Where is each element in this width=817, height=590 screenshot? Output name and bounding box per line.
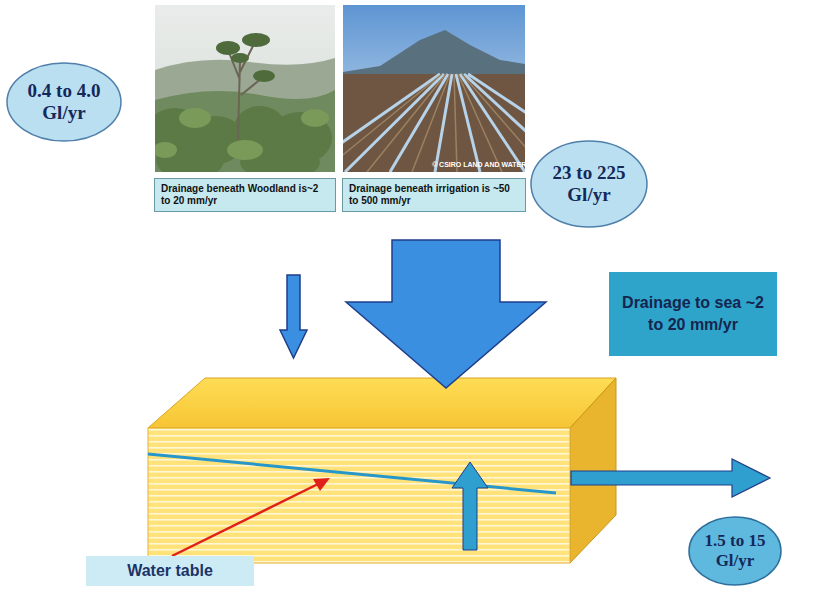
node-text: 23 to 225 Gl/yr — [548, 162, 630, 206]
outflow-arrow — [571, 459, 770, 497]
drainage-arrow — [346, 240, 546, 388]
watermark: © CSIRO LAND AND WATER — [432, 161, 526, 168]
water-table-label: Water table — [86, 556, 254, 586]
node-text: 1.5 to 15 Gl/yr — [703, 531, 768, 570]
aquifer-block — [148, 378, 616, 563]
leader-line — [172, 484, 318, 556]
water-table-line — [148, 454, 556, 493]
outflow-box: Drainage to sea ~2 to 20 mm/yr — [609, 272, 777, 356]
node-text: 0.4 to 4.0 Gl/yr — [24, 80, 105, 124]
node-text: Drainage beneath Woodland is~2 to 20 mm/… — [161, 183, 329, 207]
leader-arrowhead — [313, 478, 330, 491]
drainage-note: Drainage beneath Woodland is~2 to 20 mm/… — [154, 178, 336, 212]
irrigation-photo — [343, 5, 525, 172]
drainage-note: Drainage beneath irrigation is ~50 to 50… — [342, 178, 526, 212]
node-text: Drainage to sea ~2 to 20 mm/yr — [616, 292, 770, 335]
rise-arrow — [452, 462, 488, 550]
node-text: Water table — [127, 562, 213, 580]
node-text: Drainage beneath irrigation is ~50 to 50… — [349, 183, 519, 207]
woodland-photo — [155, 5, 335, 172]
flux-oval: 0.4 to 4.0 Gl/yr — [6, 62, 122, 142]
flux-oval: 1.5 to 15 Gl/yr — [688, 516, 782, 586]
drainage-arrow — [280, 275, 307, 358]
flux-oval: 23 to 225 Gl/yr — [530, 140, 648, 228]
